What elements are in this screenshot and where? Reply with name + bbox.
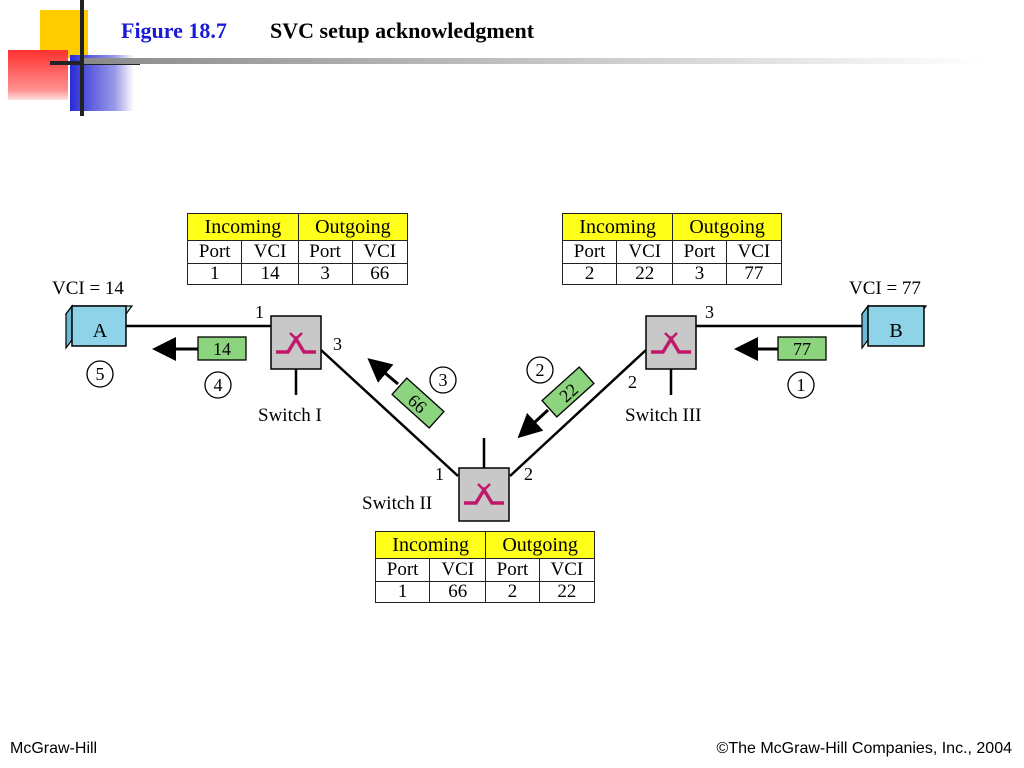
- table-cell: 66: [351, 263, 408, 285]
- table-cell: 14: [241, 263, 299, 285]
- table-cell: 3: [672, 263, 727, 285]
- switch-1-port-3: 3: [333, 334, 342, 354]
- footer-publisher: McGraw-Hill: [10, 740, 98, 757]
- col-header: VCI: [429, 558, 487, 582]
- host-b-label: B: [889, 320, 902, 342]
- switch-2-incoming-header: Incoming: [374, 531, 487, 559]
- col-header: VCI: [616, 240, 674, 264]
- switch-3-port-2: 2: [628, 372, 637, 392]
- footer-copyright: ©The McGraw-Hill Companies, Inc., 2004: [716, 740, 1012, 757]
- link-switch1-switch2: [320, 349, 459, 477]
- table-cell: 22: [616, 263, 674, 285]
- col-header: VCI: [241, 240, 299, 264]
- step-5: 5: [86, 360, 114, 388]
- col-header: VCI: [725, 240, 783, 264]
- svg-text:3: 3: [439, 370, 448, 390]
- switch-1-vc-table: Incoming Outgoing Port VCI Port VCI 1 14…: [186, 213, 409, 285]
- host-b-vci: VCI = 77: [849, 278, 921, 299]
- table-cell: 2: [485, 581, 540, 603]
- switch-3: [645, 315, 697, 370]
- table-cell: 77: [725, 263, 783, 285]
- corner-decoration: [0, 0, 140, 120]
- switch-3-outgoing-header: Outgoing: [672, 213, 782, 241]
- col-header: VCI: [351, 240, 408, 264]
- switch-2-vc-table: Incoming Outgoing Port VCI Port VCI 1 66…: [374, 531, 596, 603]
- table-cell: 3: [297, 263, 353, 285]
- svg-text:1: 1: [797, 375, 806, 395]
- switch-1-port-1: 1: [255, 302, 264, 322]
- slide-title: SVC setup acknowledgment: [270, 18, 535, 43]
- packet-77-label: 77: [793, 339, 811, 359]
- switch-3-name: Switch III: [625, 405, 702, 426]
- switch-2-name: Switch II: [362, 493, 432, 514]
- col-header: Port: [374, 558, 431, 582]
- host-a-vci: VCI = 14: [52, 278, 124, 299]
- step-4: 4: [204, 371, 232, 399]
- packet-77: 77: [777, 336, 827, 361]
- packet-14: 14: [197, 336, 247, 361]
- table-cell: 1: [374, 581, 431, 603]
- switch-2-port-1: 1: [435, 464, 444, 484]
- host-a-label: A: [93, 320, 108, 342]
- step-3: 3: [429, 366, 457, 394]
- packet-14-label: 14: [213, 339, 231, 359]
- host-b: B: [860, 304, 928, 350]
- table-cell: 22: [538, 581, 596, 603]
- host-a: A: [64, 304, 134, 350]
- switch-2: [458, 467, 510, 522]
- table-cell: 66: [429, 581, 487, 603]
- switch-1-name: Switch I: [258, 405, 322, 426]
- switch-3-incoming-header: Incoming: [561, 213, 674, 241]
- col-header: Port: [485, 558, 540, 582]
- table-cell: 2: [561, 263, 618, 285]
- switch-3-vc-table: Incoming Outgoing Port VCI Port VCI 2 22…: [561, 213, 783, 285]
- step-2: 2: [526, 356, 554, 384]
- step-1: 1: [787, 371, 815, 399]
- switch-1-incoming-header: Incoming: [187, 213, 299, 241]
- col-header: VCI: [538, 558, 596, 582]
- svg-text:5: 5: [96, 364, 105, 384]
- switch-1: [270, 315, 322, 370]
- packet-22: 22: [541, 366, 595, 418]
- table-cell: 1: [186, 263, 243, 285]
- switch-2-outgoing-header: Outgoing: [485, 531, 595, 559]
- switch-3-port-3: 3: [705, 302, 714, 322]
- col-header: Port: [297, 240, 353, 264]
- switch-1-outgoing-header: Outgoing: [297, 213, 409, 241]
- col-header: Port: [672, 240, 727, 264]
- title-rule: [84, 58, 984, 64]
- svg-text:4: 4: [214, 375, 223, 395]
- switch-2-port-2: 2: [524, 464, 533, 484]
- figure-label: Figure 18.7: [121, 18, 227, 43]
- link-switch2-switch3: [509, 349, 647, 477]
- svg-text:2: 2: [536, 360, 545, 380]
- col-header: Port: [186, 240, 243, 264]
- col-header: Port: [561, 240, 618, 264]
